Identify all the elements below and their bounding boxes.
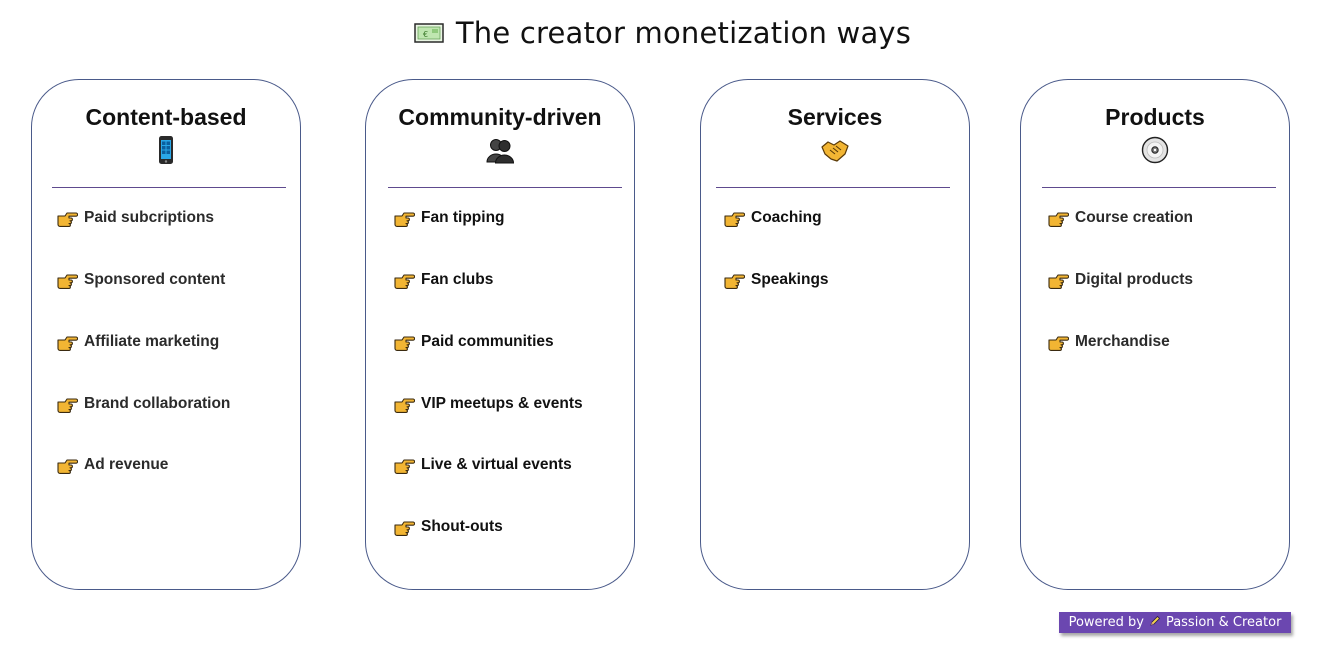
list-item: Paid subcriptions xyxy=(56,209,214,227)
list-item: Shout-outs xyxy=(393,518,503,536)
pointing-hand-icon xyxy=(393,209,416,227)
list-item: Fan tipping xyxy=(393,209,505,227)
list-item: Paid communities xyxy=(393,333,554,351)
pointing-hand-icon xyxy=(56,333,79,351)
pointing-hand-icon xyxy=(393,333,416,351)
card-community-driven: Community-driven Fan tipping Fan clubs P… xyxy=(365,79,635,590)
pointing-hand-icon xyxy=(393,395,416,413)
pointing-hand-icon xyxy=(1047,271,1070,289)
pointing-hand-icon xyxy=(723,209,746,227)
divider xyxy=(1042,187,1276,189)
card-title: Services xyxy=(787,104,883,130)
mobile-phone-icon xyxy=(151,135,181,165)
pointing-hand-icon xyxy=(393,456,416,474)
money-bill-icon: € xyxy=(414,22,444,44)
pointing-hand-icon xyxy=(393,518,416,536)
list-item: Brand collaboration xyxy=(56,395,230,413)
card-services: Services Coaching Speakings xyxy=(700,79,970,590)
list-item: Live & virtual events xyxy=(393,456,572,474)
list-item: Coaching xyxy=(723,209,822,227)
title-text: The creator monetization ways xyxy=(455,16,912,50)
pointing-hand-icon xyxy=(56,271,79,289)
card-content-based: Content-based Paid subcriptions Sponsore… xyxy=(31,79,301,590)
divider xyxy=(52,187,286,189)
pointing-hand-icon xyxy=(1047,209,1070,227)
pointing-hand-icon xyxy=(56,456,79,474)
pointing-hand-icon xyxy=(56,395,79,413)
card-title: Products xyxy=(1105,104,1205,130)
powered-by-badge[interactable]: Powered by Passion & Creator xyxy=(1059,612,1291,633)
handshake-icon xyxy=(820,135,850,165)
list-item: Sponsored content xyxy=(56,271,225,289)
svg-text:€: € xyxy=(423,30,428,39)
list-item: Digital products xyxy=(1047,271,1193,289)
card-title: Community-driven xyxy=(398,104,602,130)
list-item: Speakings xyxy=(723,271,829,289)
disc-icon xyxy=(1140,135,1170,165)
pointing-hand-icon xyxy=(1047,333,1070,351)
card-title: Content-based xyxy=(85,104,247,130)
list-item: Ad revenue xyxy=(56,456,168,474)
pointing-hand-icon xyxy=(56,209,79,227)
page-title: € The creator monetization ways xyxy=(0,16,1325,50)
divider xyxy=(388,187,622,189)
divider xyxy=(716,187,950,189)
badge-prefix: Powered by xyxy=(1068,615,1144,630)
badge-brand: Passion & Creator xyxy=(1165,615,1282,630)
list-item: Merchandise xyxy=(1047,333,1170,351)
pointing-hand-icon xyxy=(393,271,416,289)
pen-icon xyxy=(1149,615,1161,631)
list-item: Course creation xyxy=(1047,209,1193,227)
list-item: VIP meetups & events xyxy=(393,395,583,413)
pointing-hand-icon xyxy=(723,271,746,289)
people-silhouette-icon xyxy=(485,135,515,165)
list-item: Fan clubs xyxy=(393,271,493,289)
card-products: Products Course creation Digital product… xyxy=(1020,79,1290,590)
list-item: Affiliate marketing xyxy=(56,333,219,351)
